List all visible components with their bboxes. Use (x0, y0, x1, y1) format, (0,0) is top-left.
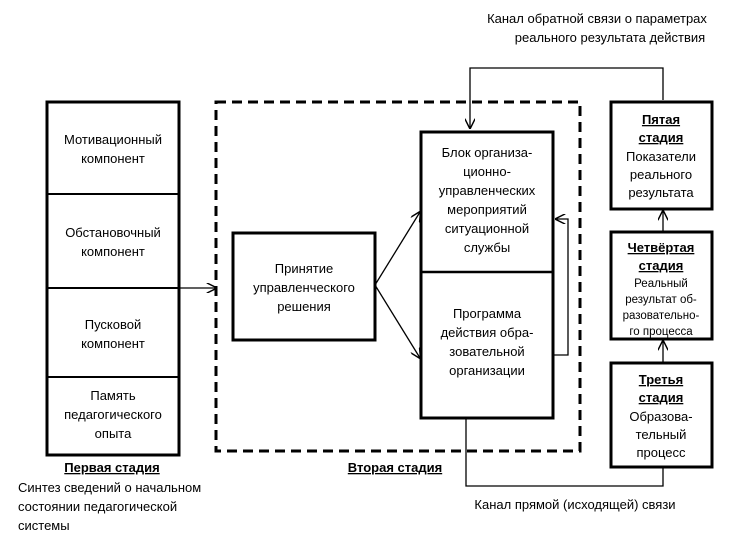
program-to-block-loop (553, 219, 569, 356)
block-line1: Блок организа- (442, 145, 533, 160)
motivational-component-line2: компонент (81, 151, 145, 166)
first-stage-title: Первая стадия (64, 460, 159, 475)
first-stage-description-line3: системы (18, 518, 70, 533)
block-line5: ситуационной (445, 221, 529, 236)
decision-to-block-arrow (374, 212, 420, 286)
third-stage-title-line2: стадия (639, 390, 684, 405)
third-stage-text-line1: Образова- (629, 409, 692, 424)
third-stage-text-line3: процесс (636, 445, 686, 460)
program-line4: организации (449, 363, 525, 378)
experience-memory-line2: педагогического (64, 407, 162, 422)
fourth-stage-text-line1: Реальный (634, 278, 688, 290)
situational-component-line1: Обстановочный (65, 225, 161, 240)
third-stage-title-line1: Третья (639, 372, 683, 387)
experience-memory-line3: опыта (95, 426, 132, 441)
decision-line3: решения (277, 299, 331, 314)
block-line3: управленческих (439, 183, 536, 198)
block-program-frame (419, 130, 555, 420)
first-stage-frame (45, 100, 181, 457)
situational-component-line2: компонент (81, 244, 145, 259)
experience-memory-line1: Память (90, 388, 136, 403)
block-line6: службы (464, 240, 510, 255)
first-stage-components: Мотивационный компонент Обстановочный ко… (45, 100, 181, 457)
fourth-stage-box (609, 230, 714, 341)
fourth-stage-title-line1: Четвёртая (628, 240, 695, 255)
decision-line2: управленческого (253, 280, 355, 295)
fourth-stage-title-line2: стадия (639, 258, 684, 273)
fifth-stage-text-line1: Показатели (626, 149, 696, 164)
fifth-stage-title-line1: Пятая (642, 112, 680, 127)
forward-channel-line (465, 418, 664, 487)
decision-to-program-arrow (374, 284, 420, 358)
third-stage-box (609, 361, 714, 469)
fourth-stage-text-line2: результат об- (625, 294, 697, 306)
decision-line1: Принятие (275, 261, 334, 276)
second-stage-frame (214, 100, 582, 453)
first-stage-description-line2: состоянии педагогической (18, 499, 177, 514)
fifth-stage-box (609, 100, 714, 211)
fourth-stage-text-line4: го процесса (629, 326, 693, 338)
block-line2: ционно- (463, 164, 511, 179)
motivational-component-line1: Мотивационный (64, 132, 162, 147)
feedback-channel-line (470, 67, 664, 128)
program-line1: Программа (453, 306, 522, 321)
first-stage-description-line1: Синтез сведений о начальном (18, 480, 201, 495)
fourth-stage-text-line3: разовательно- (623, 310, 700, 322)
fifth-stage-text-line2: реального (630, 167, 692, 182)
second-stage-title: Вторая стадия (348, 460, 442, 475)
forward-channel-label: Канал прямой (исходящей) связи (474, 497, 675, 512)
program-line3: зовательной (449, 344, 524, 359)
block-line4: мероприятий (447, 202, 527, 217)
feedback-channel-label-line2: реального результата действия (515, 30, 705, 45)
fifth-stage-title-line2: стадия (639, 130, 684, 145)
program-line2: действия обра- (441, 325, 534, 340)
trigger-component-line1: Пусковой (85, 317, 142, 332)
feedback-channel-label-line1: Канал обратной связи о параметрах (487, 11, 707, 26)
third-stage-text-line2: тельный (636, 427, 687, 442)
fifth-stage-text-line3: результата (628, 185, 694, 200)
trigger-component-line2: компонент (81, 336, 145, 351)
decision-box (231, 231, 377, 342)
